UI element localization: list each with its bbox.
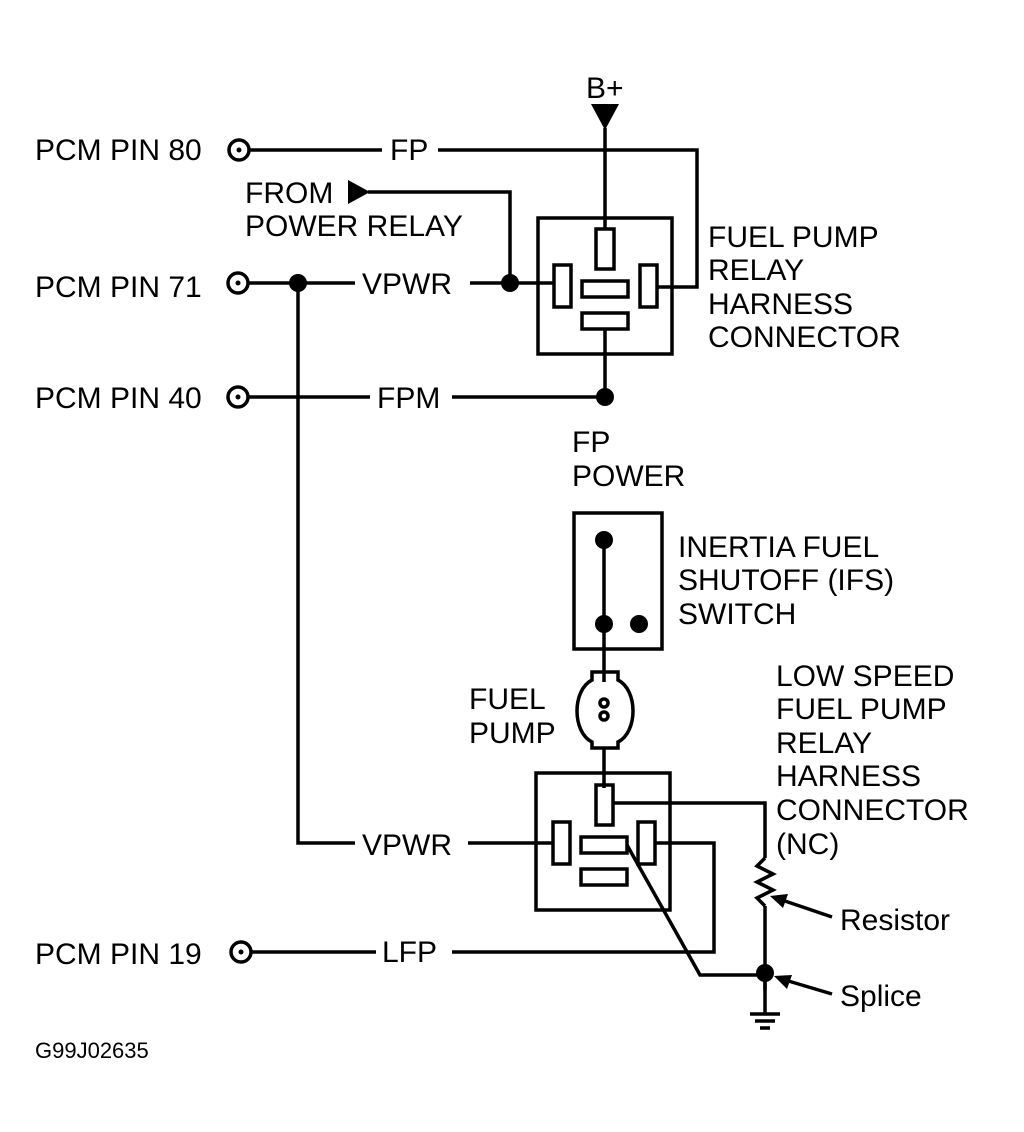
resistor-callout-arrow — [770, 894, 788, 908]
lfp-wire-label: LFP — [382, 936, 437, 969]
low-speed-relay-label-3: RELAY — [776, 727, 872, 760]
relay-terminal-bottom — [580, 311, 630, 331]
splice-dot-fpm — [596, 388, 614, 406]
from-power-relay-wire — [368, 190, 512, 283]
ls-relay-terminal-bottom — [579, 867, 629, 887]
vpwr-top-wire-label: VPWR — [362, 268, 452, 301]
resistor-callout-line — [781, 898, 833, 919]
relay-terminal-mid — [580, 279, 630, 299]
b-plus-label: B+ — [586, 72, 624, 105]
pcm-pin-80-label: PCM PIN 80 — [35, 134, 202, 167]
fp-power-label-1: FP — [572, 426, 610, 459]
b-plus-arrow — [591, 104, 619, 130]
pcm-pin-40-terminal-center — [235, 394, 241, 400]
fuel-pump-motor-coil-2 — [598, 710, 610, 722]
fp-wire-label: FP — [390, 134, 428, 167]
relay-terminal-top — [594, 227, 616, 271]
ifs-switch-contact-bottom-right — [630, 615, 648, 633]
fp-power-label-2: POWER — [572, 460, 685, 493]
pcm-pin-40-label: PCM PIN 40 — [35, 382, 202, 415]
from-power-relay-arrow — [348, 180, 370, 204]
ifs-switch-contact-bottom-left — [595, 615, 613, 633]
relay-terminal-right — [638, 263, 659, 309]
resistor-feed-wire — [613, 801, 767, 858]
ls-relay-terminal-left — [551, 820, 572, 866]
ls-relay-terminal-right — [636, 820, 657, 866]
ls-relay-ground-wire — [625, 844, 765, 977]
lfp-wire-right — [452, 841, 716, 954]
ifs-switch-label-2: SHUTOFF (IFS) — [678, 564, 894, 597]
from-power-relay-label-1: FROM — [245, 177, 333, 210]
vpwr-bottom-wire-label: VPWR — [362, 829, 452, 862]
fpm-wire-label: FPM — [377, 382, 440, 415]
fuel-pump-motor-coil-1 — [598, 697, 610, 709]
pcm-pin-71-label: PCM PIN 71 — [35, 271, 202, 304]
fuel-pump-motor-icon — [575, 670, 635, 750]
splice-label: Splice — [840, 980, 922, 1013]
resistor-label: Resistor — [840, 904, 950, 937]
ls-relay-terminal-mid — [579, 835, 629, 855]
pcm-pin-19-terminal-center — [238, 949, 244, 955]
from-power-relay-label-2: POWER RELAY — [245, 210, 463, 243]
ifs-switch-label-1: INERTIA FUEL — [678, 531, 879, 564]
fp-wire-right — [438, 148, 699, 289]
fuel-pump-label-2: PUMP — [469, 717, 556, 750]
ifs-switch-label-3: SWITCH — [678, 598, 796, 631]
pcm-pin-71-terminal-center — [235, 280, 241, 286]
fuel-pump-label-1: FUEL — [469, 683, 546, 716]
ifs-switch-box — [572, 511, 664, 651]
splice-callout-line — [784, 978, 833, 996]
pcm-pin-80-terminal-center — [236, 147, 242, 153]
splice-dot-vpwr-relay — [501, 274, 519, 292]
relay-terminal-left — [552, 263, 573, 309]
low-speed-relay-label-2: FUEL PUMP — [776, 693, 947, 726]
low-speed-relay-connector — [534, 771, 672, 912]
ifs-switch-contact-top — [595, 531, 613, 549]
low-speed-relay-label-5: CONNECTOR — [776, 794, 969, 827]
vpwr-vertical-wire — [296, 283, 355, 845]
fuel-pump-relay-label-2: RELAY — [708, 254, 804, 287]
low-speed-relay-label-1: LOW SPEED — [776, 660, 954, 693]
fuel-pump-relay-label-1: FUEL PUMP — [708, 221, 879, 254]
low-speed-relay-label-4: HARNESS — [776, 760, 921, 793]
splice-callout-arrow — [774, 975, 792, 989]
pcm-pin-19-label: PCM PIN 19 — [35, 938, 202, 971]
fuel-pump-relay-label-4: CONNECTOR — [708, 321, 901, 354]
ls-relay-terminal-top — [594, 783, 615, 827]
fuel-pump-relay-label-3: HARNESS — [708, 288, 853, 321]
low-speed-relay-label-6: (NC) — [776, 828, 839, 861]
resistor-symbol — [753, 856, 777, 908]
figure-id: G99J02635 — [35, 1038, 149, 1063]
